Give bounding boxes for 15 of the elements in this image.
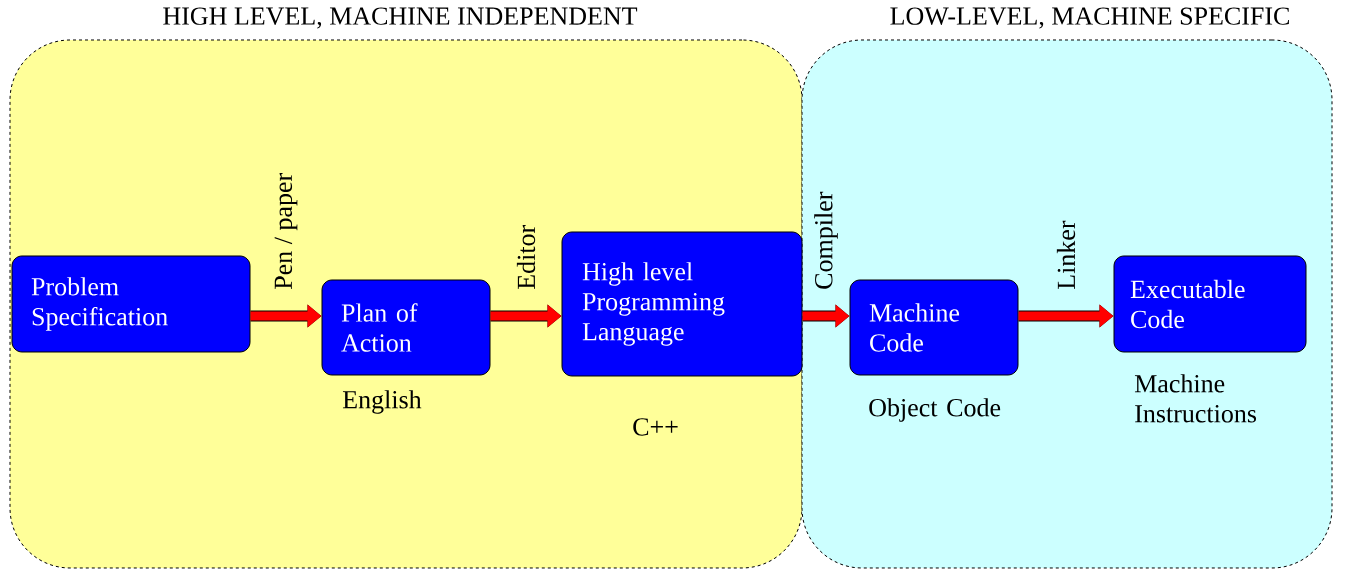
- edge-label: Linker: [1056, 220, 1076, 290]
- caption-text: C++: [633, 418, 678, 436]
- node-label: LOW-LEVEL, MACHINE SPECIFIC: [890, 7, 1289, 29]
- process-box: High level Programming Language: [561, 231, 803, 377]
- node-label: HIGH LEVEL, MACHINE INDEPENDENT: [163, 7, 638, 29]
- caption-text: English: [342, 390, 422, 414]
- caption-text: Object Code: [869, 398, 1001, 422]
- edge-label: Pen / paper: [274, 173, 298, 290]
- process-box: Plan of Action: [321, 279, 491, 376]
- process-box: Executable Code: [1113, 255, 1307, 353]
- edge-label: Editor: [516, 225, 536, 290]
- process-box: Problem Specification: [11, 255, 251, 353]
- edge-label: Compiler: [814, 191, 838, 289]
- caption-text: Machine Instructions: [1134, 374, 1257, 423]
- process-box: Machine Code: [849, 279, 1019, 376]
